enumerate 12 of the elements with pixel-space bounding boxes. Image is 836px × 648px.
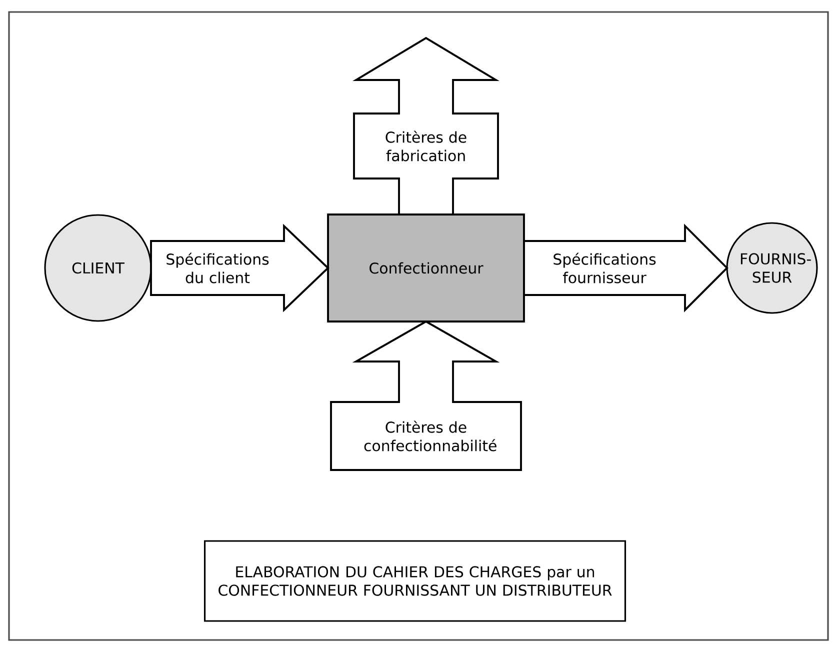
edge-label: Spécifications fournisseur (554, 252, 656, 284)
block-arrow (352, 36, 500, 216)
block-arrow (330, 320, 522, 471)
circle-node: CLIENT (44, 214, 152, 322)
caption-box: ELABORATION DU CAHIER DES CHARGES par un CONFECTIONNEUR FOURNISSANT UN DISTRIBUTEUR (204, 540, 626, 622)
process-box: Confectionneur (327, 214, 525, 322)
block-arrow (150, 224, 330, 312)
edge-label: Critères de fabrication (386, 130, 466, 162)
edge-label: Critères de confectionnabilité (364, 420, 496, 452)
block-arrow (523, 224, 728, 312)
circle-node: FOURNIS- SEUR (726, 222, 818, 314)
edge-label: Spécifications du client (166, 252, 269, 284)
